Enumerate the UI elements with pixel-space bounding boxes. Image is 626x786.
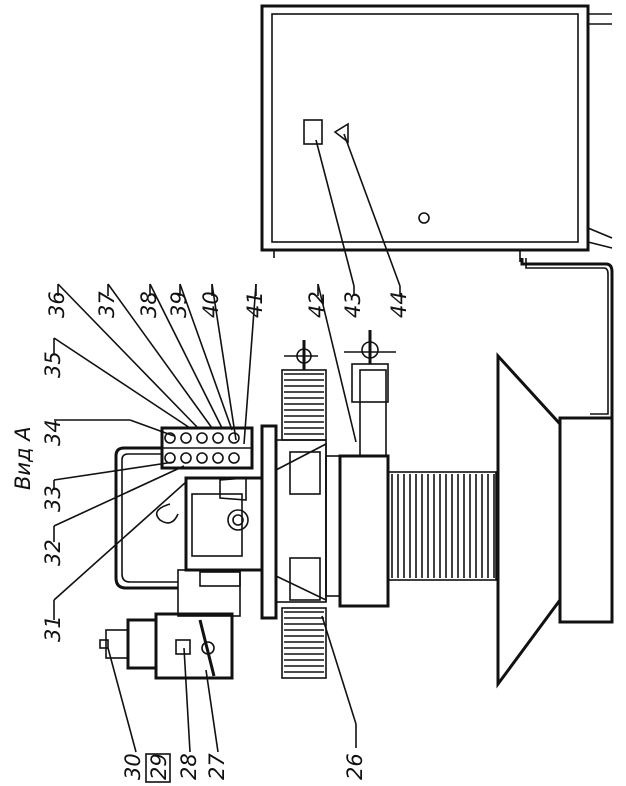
drive-head [155,476,264,572]
callout-37: 37 [95,291,119,318]
callout-40: 40 [199,291,223,318]
cabinet-indicator-rect [303,119,323,145]
callout-labels: 26 27 28 29 30 31 32 33 34 35 36 37 38 3… [11,291,411,783]
callout-38: 38 [137,291,161,318]
callout-44: 44 [387,291,411,318]
machine-base [496,352,614,689]
view-title: Вид А [11,426,35,490]
table-bellows-bottom [281,607,327,679]
callout-31: 31 [41,615,65,642]
column-bellows [387,471,497,581]
electrical-cabinet [260,4,613,262]
callout-34: 34 [41,419,65,446]
table-bellows-top [281,369,327,441]
callout-43: 43 [341,291,365,318]
cabinet-lock-circle [418,212,430,224]
panel-button-icon [196,452,208,464]
callout-41: 41 [243,291,267,318]
callout-36: 36 [45,291,69,318]
callout-35: 35 [41,351,65,378]
callout-30: 30 [121,753,145,780]
callout-33: 33 [41,485,65,512]
panel-button-icon [180,432,192,444]
work-table [260,424,341,620]
callout-26: 26 [343,753,367,780]
callout-28: 28 [177,753,201,780]
power-cable [520,258,614,420]
panel-button-icon [212,452,224,464]
panel-button-icon [228,452,240,464]
panel-button-icon [212,432,224,444]
tool-holder [99,612,234,680]
cabinet-warning-triangle [333,122,349,144]
panel-button-icon [196,432,208,444]
callout-32: 32 [41,539,65,566]
panel-button-icon [180,452,192,464]
panel-button-icon [164,432,176,444]
upper-handwheel-hub [361,341,379,359]
spindle-sleeve [359,369,387,457]
callout-42: 42 [305,291,329,318]
callout-39: 39 [167,291,191,318]
column-body [338,454,390,608]
control-panel [160,426,254,470]
callout-29-box [145,753,171,783]
coolant-pipe [114,446,178,590]
callout-29: 29 [147,753,171,780]
callout-27: 27 [205,753,229,780]
leader-lines [53,133,401,753]
panel-button-icon [228,432,240,444]
spindle-housing [177,569,241,617]
